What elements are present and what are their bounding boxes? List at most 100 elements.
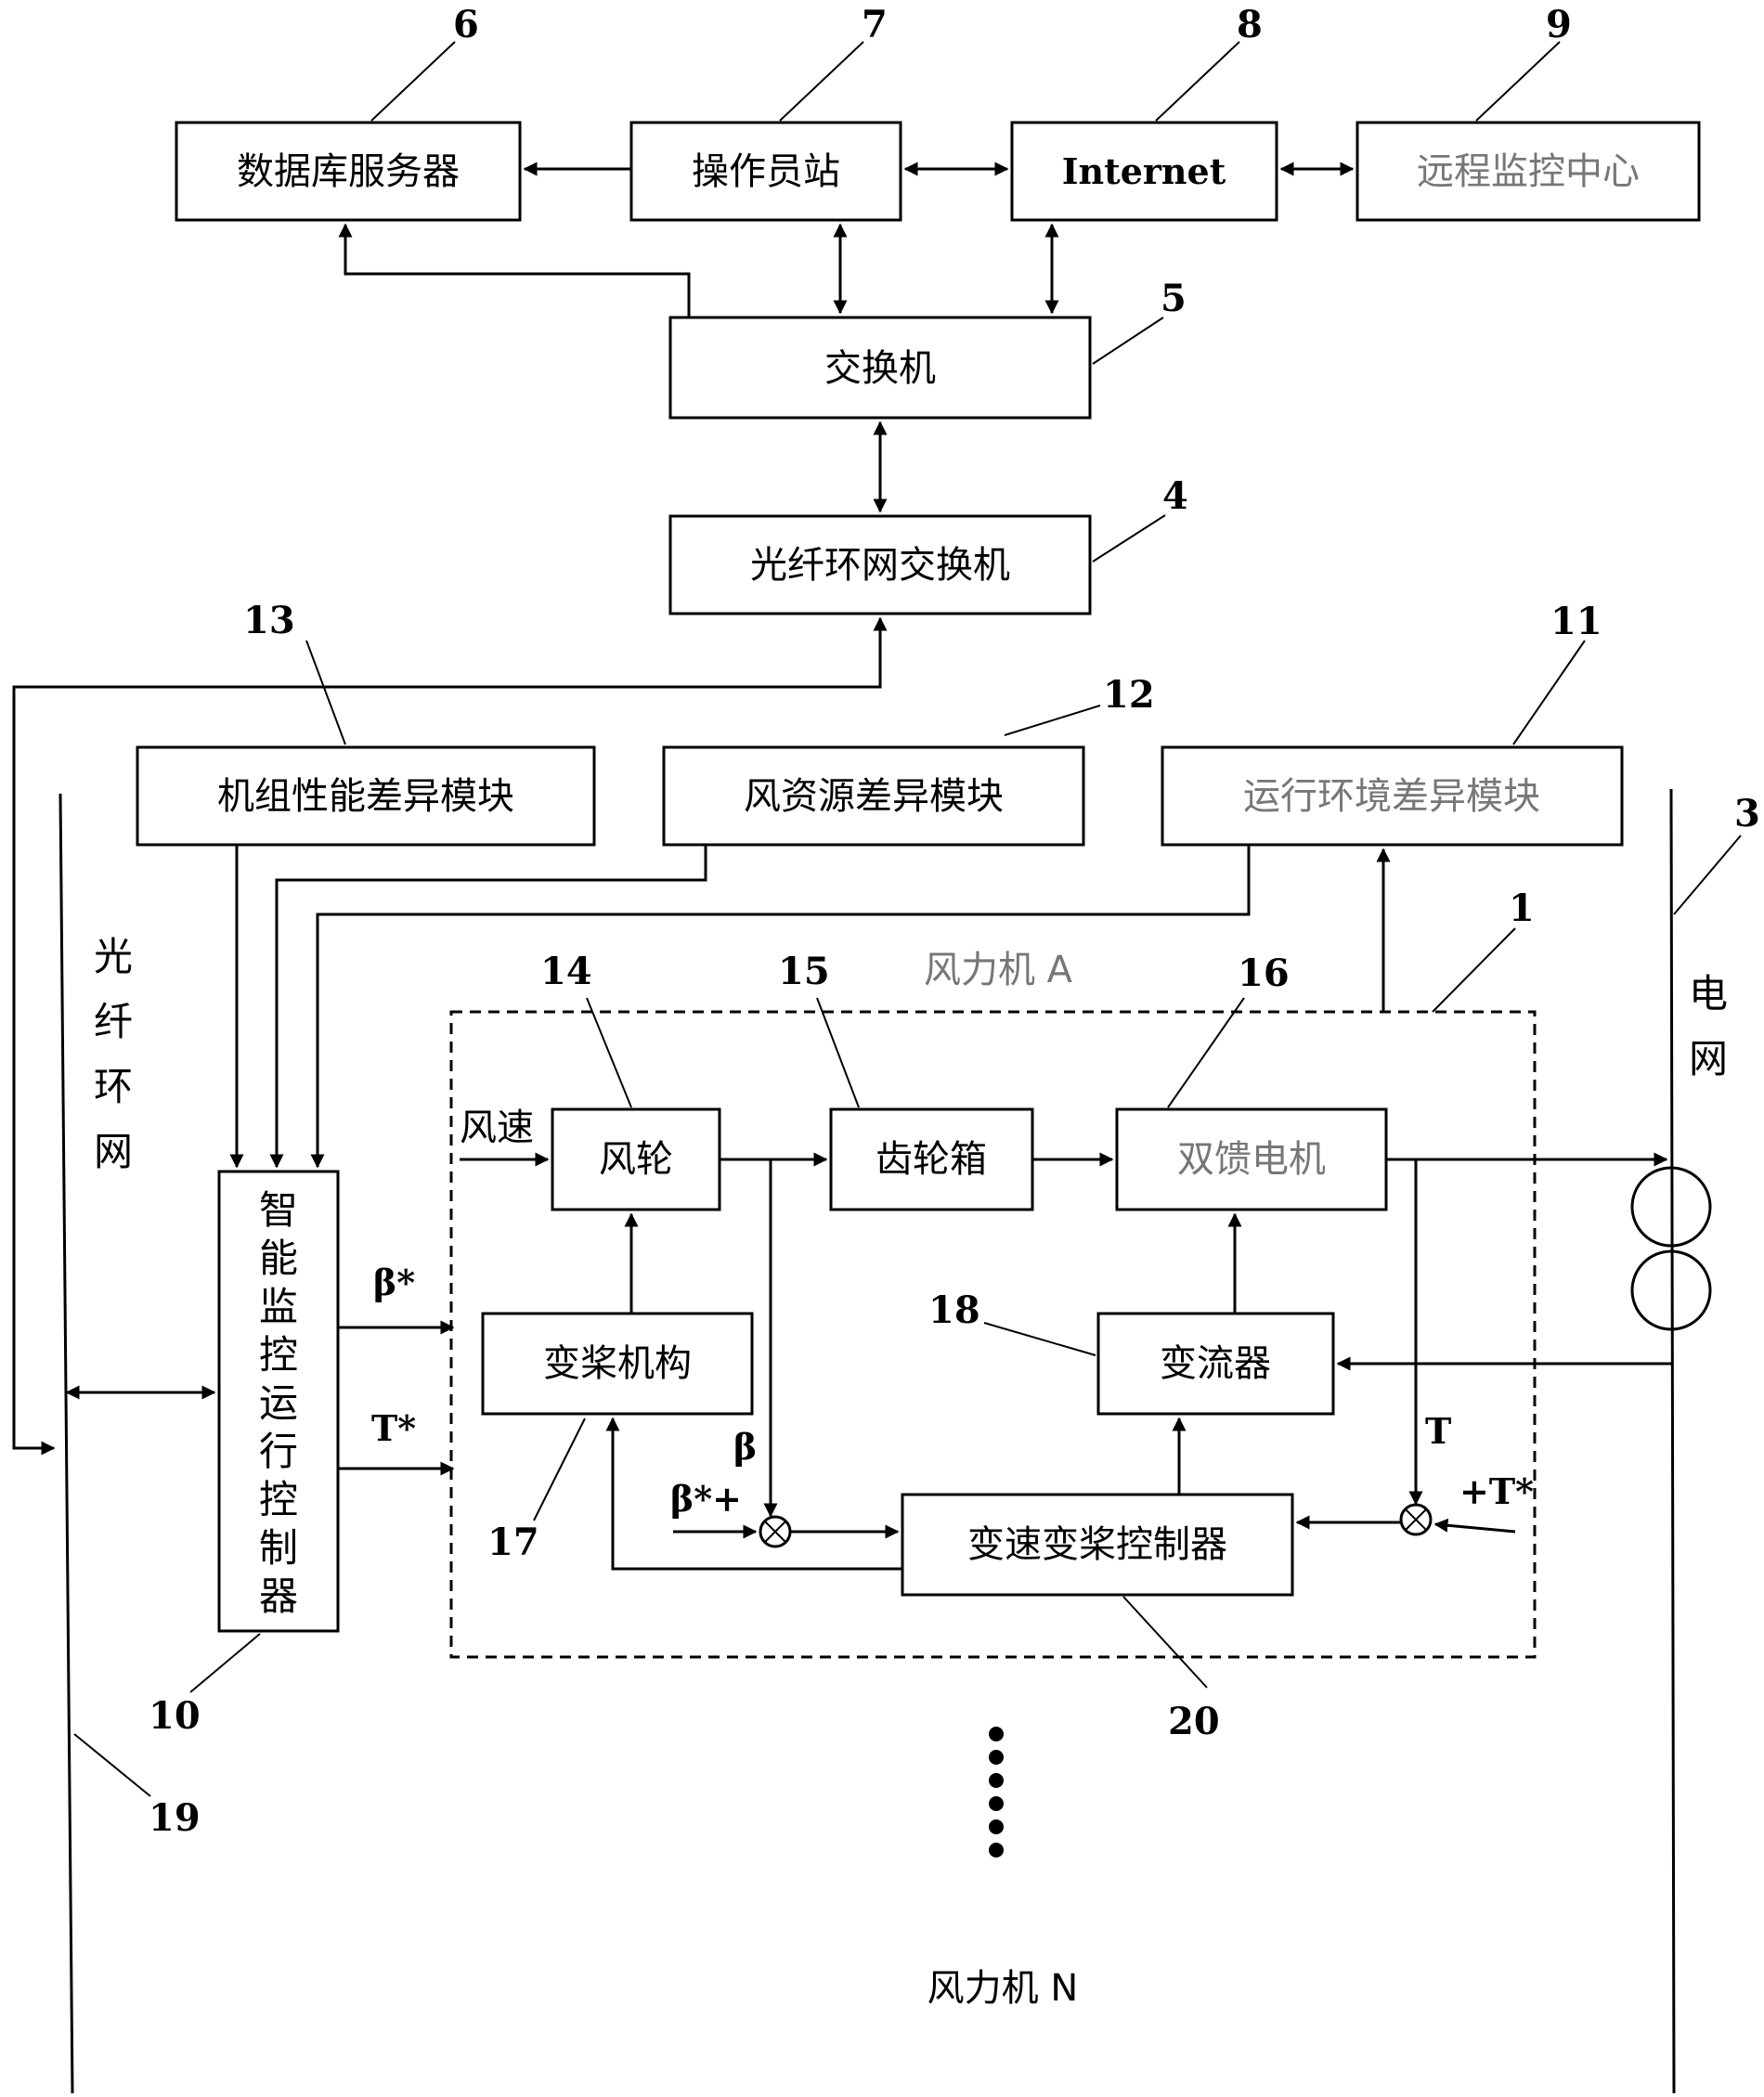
ref-13: 12 (1004, 673, 1155, 736)
svg-text:9: 9 (1546, 3, 1572, 46)
unit-performance-module-label: 机组性能差异模块 (217, 775, 514, 818)
gearbox-box: 齿轮箱 (829, 1107, 1034, 1211)
ref-10: 9 (1475, 3, 1572, 122)
ref-20: 20 (1122, 1596, 1220, 1743)
fiber-ring-label: 光 纤 环 网 (94, 934, 133, 1174)
sum-junction-torque (1399, 1503, 1433, 1536)
svg-text:能: 能 (259, 1236, 298, 1281)
wind-resource-module-label: 风资源差异模块 (744, 775, 1004, 818)
svg-text:控: 控 (259, 1332, 298, 1378)
turbine-n-label: 风力机 N (927, 1967, 1079, 2010)
pitch-box: 变桨机构 (481, 1312, 754, 1416)
fiber-ring-switch-box: 光纤环网交换机 (668, 514, 1092, 615)
db-server-box: 数据库服务器 (175, 121, 522, 222)
ref-18: 17 (487, 1417, 586, 1564)
controller-pitch-arrow (605, 1417, 902, 1571)
env-to-controller-arrow (310, 845, 1251, 1169)
svg-text:环: 环 (94, 1064, 133, 1109)
svg-text:17: 17 (487, 1521, 539, 1564)
svg-text:7: 7 (862, 3, 888, 46)
svg-text:1: 1 (1509, 887, 1535, 930)
ref-16: 15 (778, 950, 860, 1108)
svg-text:器: 器 (259, 1573, 298, 1619)
wind-speed-label: 风速 (460, 1107, 534, 1149)
svg-text:10: 10 (149, 1694, 201, 1738)
svg-text:6: 6 (453, 3, 479, 46)
torque-ref-input-arrow (1433, 1518, 1516, 1534)
ref-6: 5 (1092, 277, 1187, 365)
wind-resource-module-box: 风资源差异模块 (662, 745, 1085, 847)
beta-ref-plus-label: β*+ (670, 1478, 742, 1520)
remote-center-label: 远程监控中心 (1417, 150, 1640, 193)
env-module-box: 运行环境差异模块 (1161, 745, 1624, 847)
converter-label: 变流器 (1160, 1342, 1271, 1385)
smart-controller-label: 智 能 监 控 运 行 控 制 器 (259, 1187, 298, 1619)
remote-center-box: 远程监控中心 (1355, 121, 1701, 222)
svg-text:12: 12 (1103, 673, 1155, 717)
svg-text:纤: 纤 (94, 999, 133, 1044)
ref-7: 6 (370, 3, 479, 122)
svg-text:控: 控 (259, 1477, 298, 1522)
ref-17: 16 (1167, 951, 1290, 1108)
internet-box: Internet (1010, 121, 1278, 222)
beta-label: β (733, 1426, 757, 1468)
svg-text:行: 行 (259, 1429, 298, 1474)
torque-ref-plus-label: +T* (1459, 1470, 1534, 1512)
fiber-ring-line (58, 793, 74, 2094)
torque-ref-label: T* (371, 1407, 416, 1449)
transformer-icon (1630, 1166, 1712, 1248)
unit-performance-module-box: 机组性能差异模块 (136, 745, 596, 847)
ref-4: 19 (73, 1733, 201, 1840)
svg-text:11: 11 (1550, 600, 1602, 643)
ref-19: 18 (928, 1288, 1096, 1356)
env-module-label: 运行环境差异模块 (1243, 775, 1540, 818)
svg-text:3: 3 (1734, 792, 1760, 835)
db-server-label: 数据库服务器 (237, 150, 460, 193)
turbine-a-label: 风力机 A (924, 949, 1073, 991)
vs-vp-controller-label: 变速变桨控制器 (967, 1523, 1227, 1566)
turbine-a-boundary (449, 1010, 1537, 1659)
svg-text:光: 光 (94, 934, 133, 979)
svg-text:网: 网 (94, 1129, 133, 1174)
dfig-box: 双馈电机 (1115, 1107, 1388, 1211)
gearbox-label: 齿轮箱 (876, 1138, 987, 1181)
wind-to-controller-arrow (269, 845, 707, 1169)
ref-5: 4 (1092, 474, 1188, 563)
svg-text:14: 14 (540, 950, 592, 993)
grid-label: 电 网 (1689, 971, 1728, 1081)
ref-15: 14 (540, 950, 632, 1108)
rotor-label: 风轮 (599, 1138, 673, 1181)
svg-text:20: 20 (1168, 1700, 1220, 1743)
transformer-icon-lower (1630, 1249, 1712, 1331)
rotor-box: 风轮 (551, 1107, 721, 1211)
vs-vp-controller-box: 变速变桨控制器 (901, 1493, 1294, 1597)
internet-label: Internet (1062, 150, 1226, 192)
beta-ref-label: β* (373, 1262, 415, 1303)
torque-label: T (1425, 1410, 1451, 1452)
sum-junction-beta (759, 1515, 792, 1548)
svg-text:制: 制 (259, 1525, 298, 1571)
grid-line (1669, 788, 1676, 2094)
svg-text:5: 5 (1161, 277, 1187, 320)
dfig-label: 双馈电机 (1177, 1138, 1326, 1181)
svg-text:15: 15 (778, 950, 830, 993)
ref-14: 13 (243, 599, 346, 745)
fiber-ring-switch-label: 光纤环网交换机 (750, 544, 1010, 587)
svg-text:电: 电 (1689, 971, 1728, 1016)
operator-station-label: 操作员站 (692, 150, 840, 193)
svg-text:8: 8 (1237, 3, 1263, 46)
smart-controller-box: 智 能 监 控 运 行 控 制 器 (217, 1170, 340, 1633)
svg-text:18: 18 (928, 1288, 980, 1332)
svg-text:16: 16 (1238, 951, 1290, 995)
ref-12: 11 (1512, 600, 1602, 745)
switch-to-db-arrow (338, 223, 691, 317)
ref-11: 10 (149, 1633, 261, 1738)
svg-text:网: 网 (1689, 1036, 1728, 1081)
pitch-label: 变桨机构 (543, 1342, 692, 1385)
ref-3: 3 (1673, 792, 1760, 915)
svg-text:13: 13 (243, 599, 295, 642)
fiber-switch-to-ring-arrow (12, 616, 888, 1456)
svg-text:运: 运 (259, 1380, 298, 1426)
more-turbines-dots (989, 1727, 1004, 1858)
switch-label: 交换机 (824, 347, 936, 390)
